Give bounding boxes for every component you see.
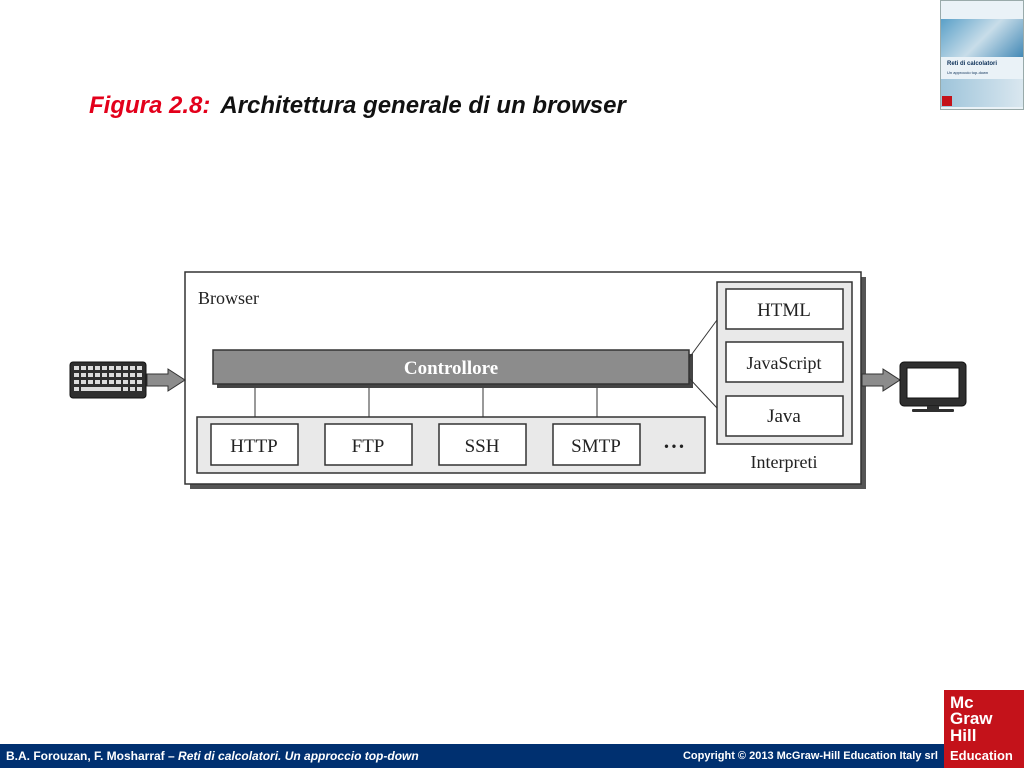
input-arrow-icon bbox=[146, 368, 186, 392]
cover-art-bottom bbox=[941, 79, 1023, 107]
monitor-icon bbox=[899, 361, 967, 412]
footer-book-title: Reti di calcolatori. Un approccio top-do… bbox=[178, 749, 419, 763]
footer-citation: B.A. Forouzan, F. Mosharraf – Reti di ca… bbox=[6, 749, 419, 763]
client-http-label: HTTP bbox=[230, 436, 278, 457]
client-ftp-box bbox=[324, 423, 413, 466]
interpreter-javascript-box bbox=[725, 341, 844, 383]
interpreter-html-label: HTML bbox=[757, 300, 811, 321]
footer-bar: B.A. Forouzan, F. Mosharraf – Reti di ca… bbox=[0, 744, 944, 768]
keyboard-icon bbox=[69, 361, 147, 399]
logo-line-2: Graw bbox=[950, 709, 993, 728]
controller-label: Controllore bbox=[404, 358, 498, 379]
interpreter-java-label: Java bbox=[767, 406, 801, 427]
figure-caption: Architettura generale di un browser bbox=[220, 92, 626, 119]
client-ftp-label: FTP bbox=[352, 436, 385, 457]
footer-authors: B.A. Forouzan, F. Mosharraf – bbox=[6, 749, 175, 763]
client-ssh-label: SSH bbox=[465, 436, 500, 457]
cover-title: Reti di calcolatori bbox=[947, 61, 998, 67]
interpreter-java-box bbox=[725, 395, 844, 437]
mcgraw-hill-logo: Mc Graw Hill Education bbox=[944, 690, 1024, 768]
interpreters-label: Interpreti bbox=[751, 452, 818, 472]
footer-copyright: Copyright © 2013 McGraw-Hill Education I… bbox=[682, 750, 938, 762]
more-clients-ellipsis: • • • bbox=[664, 439, 683, 453]
interpreter-html-box bbox=[725, 288, 844, 330]
controller-box bbox=[212, 349, 690, 385]
interpreter-javascript-label: JavaScript bbox=[747, 353, 822, 373]
logo-line-3: Hill bbox=[950, 726, 977, 745]
connector-to-html bbox=[688, 319, 718, 359]
client-smtp-label: SMTP bbox=[571, 436, 621, 457]
slide-title: Figura 2.8: Architettura generale di un b… bbox=[89, 92, 626, 120]
output-arrow-icon bbox=[861, 368, 901, 392]
logo-line-4: Education bbox=[950, 748, 1013, 763]
client-smtp-box bbox=[552, 423, 641, 466]
client-http-box bbox=[210, 423, 299, 466]
connector-to-java bbox=[688, 377, 718, 409]
figure-label: Figura 2.8: bbox=[89, 92, 211, 119]
browser-label: Browser bbox=[198, 288, 259, 308]
cover-subtitle: Un approccio top-down bbox=[947, 70, 989, 75]
cover-publisher-mark bbox=[942, 96, 952, 106]
book-cover-thumbnail: Reti di calcolatori Un approccio top-dow… bbox=[940, 0, 1024, 110]
cover-art bbox=[941, 19, 1023, 57]
logo-line-1: Mc bbox=[950, 693, 974, 712]
client-ssh-box bbox=[438, 423, 527, 466]
